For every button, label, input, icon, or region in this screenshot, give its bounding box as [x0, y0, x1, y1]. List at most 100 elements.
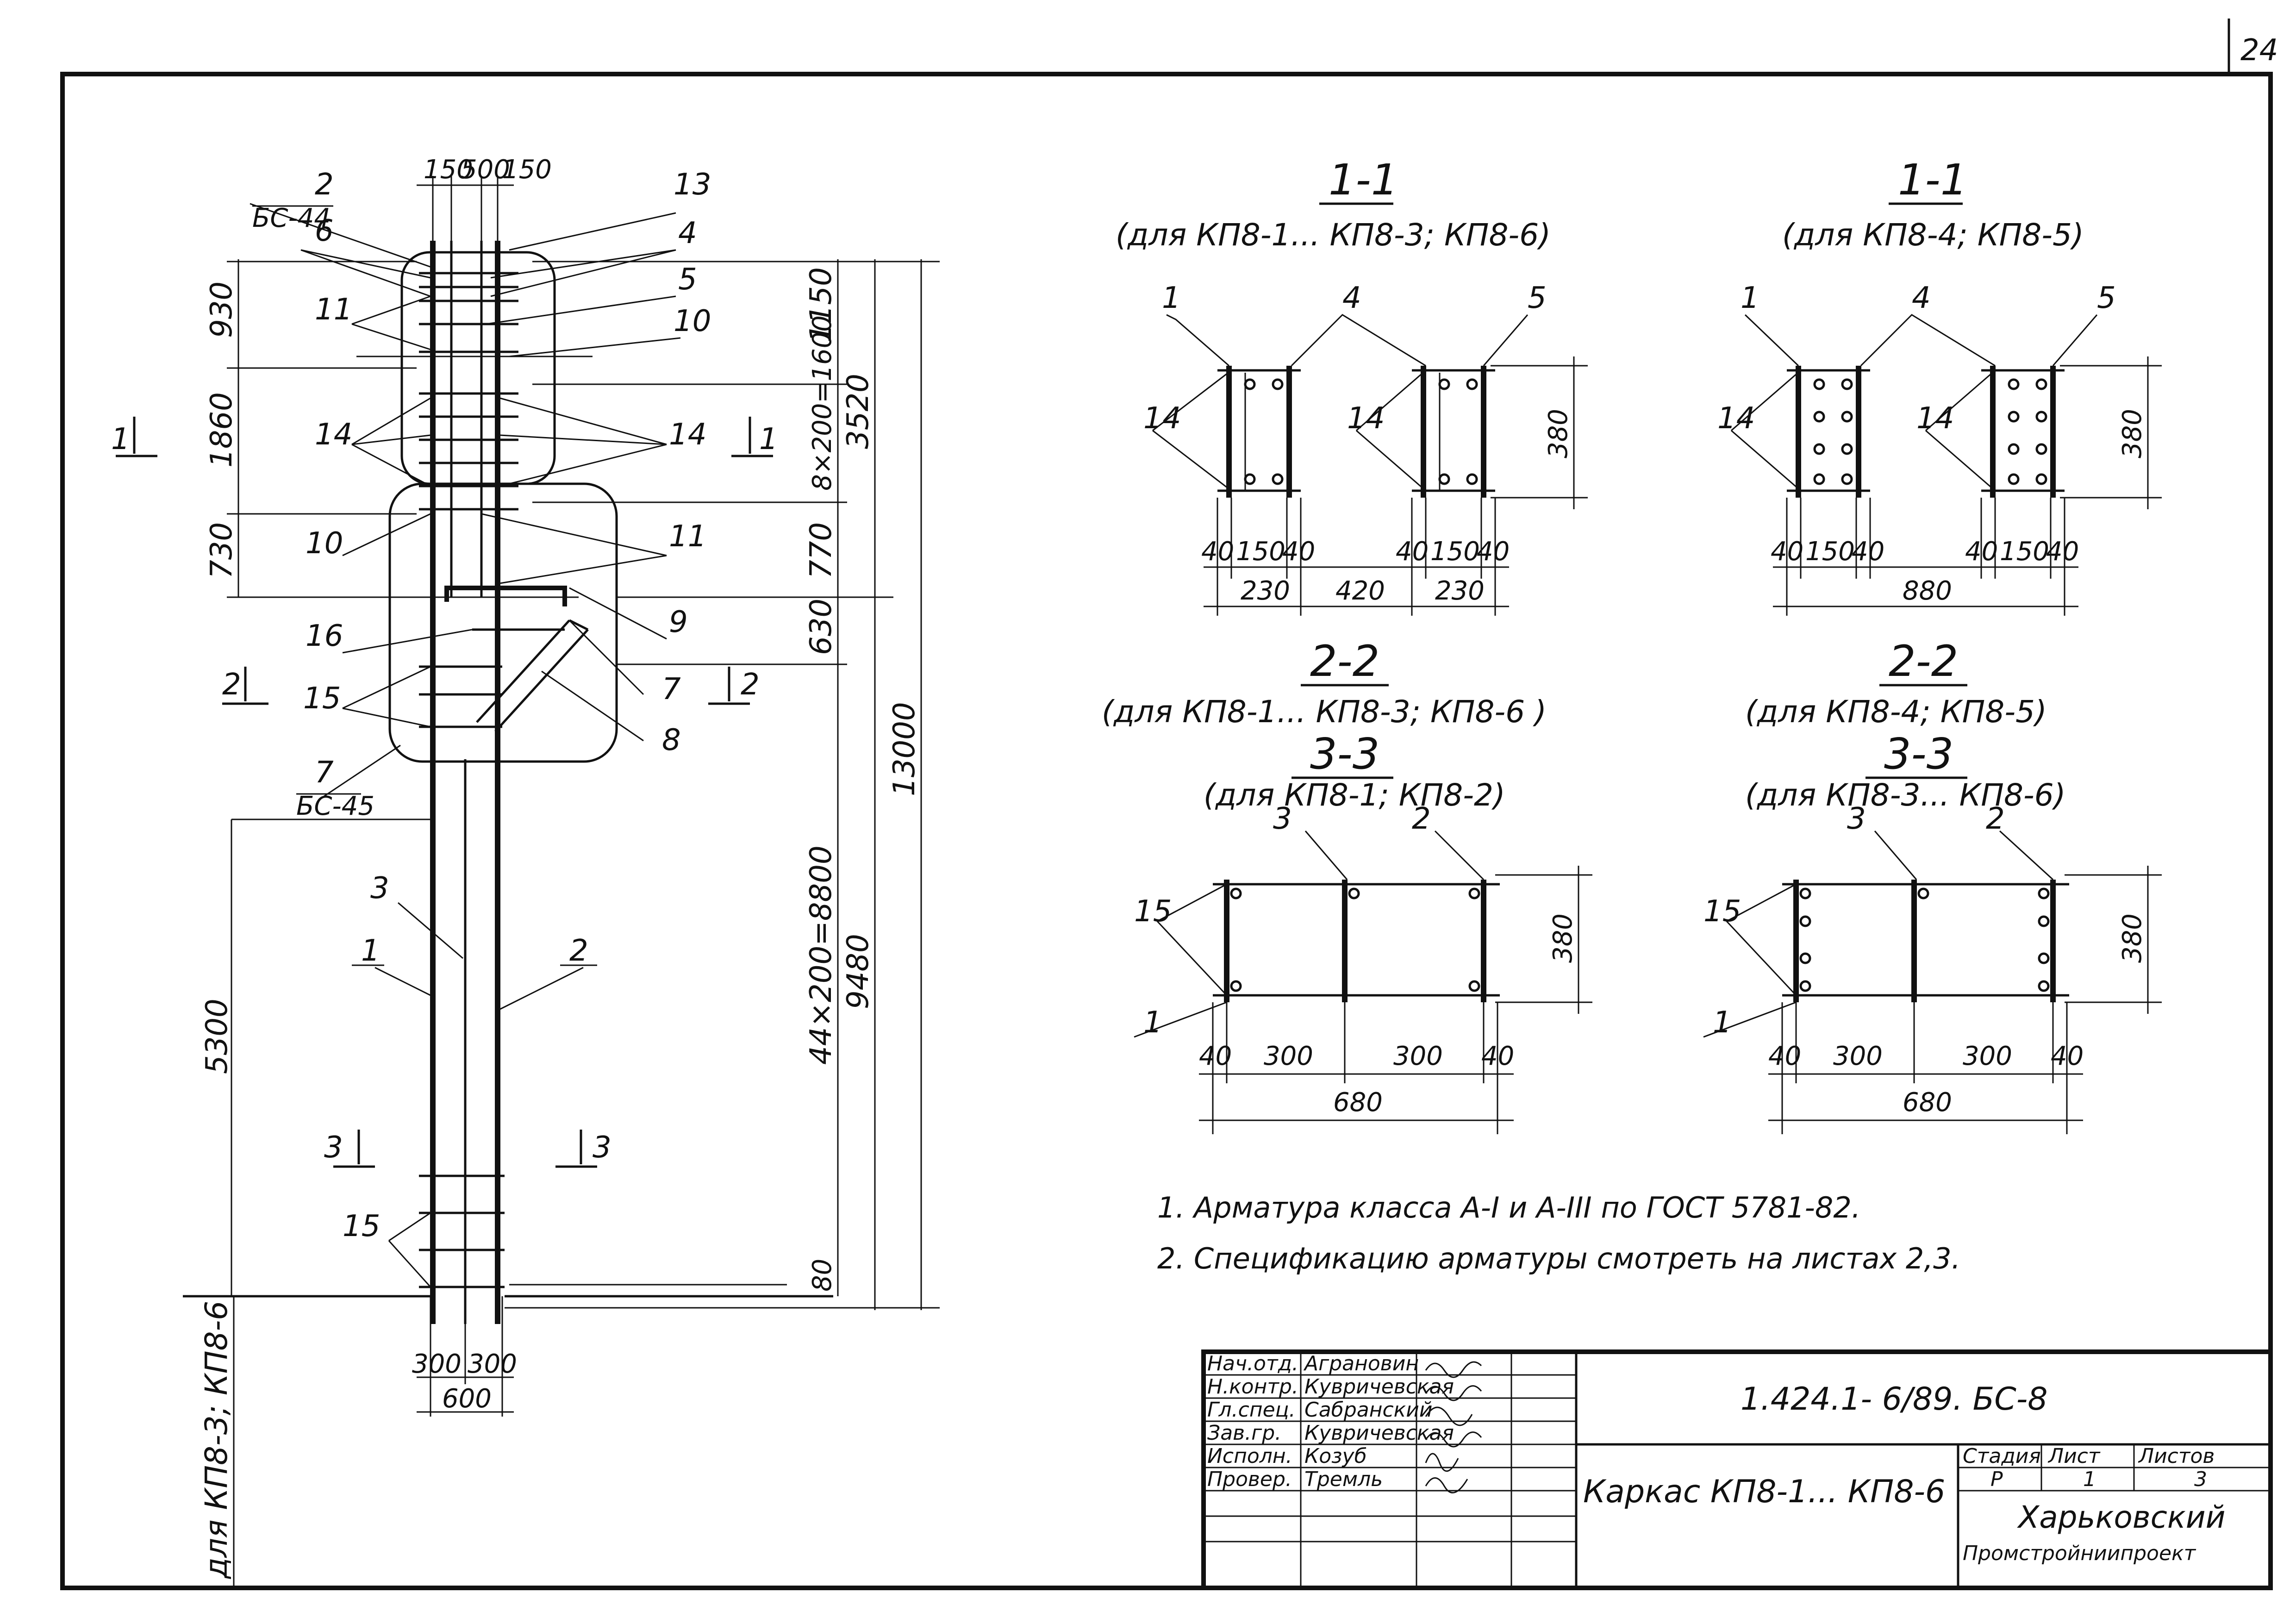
label-1: 1 [1713, 1006, 1732, 1040]
leader [1726, 920, 1797, 996]
leader [351, 295, 431, 325]
rebar-dot [1466, 378, 1478, 390]
pos-3: 3 [370, 871, 389, 906]
leader [342, 513, 431, 556]
dim-right-1150: 1150 [804, 267, 838, 343]
leader [1483, 314, 1529, 366]
pos-10-bottom: 10 [306, 526, 343, 561]
drawing-title: Каркас КП8-1... КП8-6 [1583, 1474, 1945, 1510]
dim-680: 680 [1903, 1087, 1952, 1118]
label-3: 3 [1273, 802, 1292, 836]
leader [1356, 369, 1426, 431]
rebar-dot [1841, 411, 1853, 423]
label-14b: 14 [1916, 401, 1954, 436]
label-14a: 14 [1717, 401, 1755, 436]
dim-40a: 40 [1201, 537, 1234, 567]
dim-right-80: 80 [807, 1259, 837, 1292]
rebar-dot [2035, 473, 2047, 485]
dim-40b: 40 [1282, 537, 1315, 567]
column-elevation: 5300 150 500 150 930 1860 730 1150 8×200… [111, 155, 940, 1588]
rebar-dot [1244, 378, 1256, 390]
pos-7-bottom: 7 [315, 756, 334, 790]
pos-5: 5 [678, 262, 697, 297]
leader [398, 902, 463, 959]
leader [1291, 314, 1426, 367]
dim-40c: 40 [1396, 537, 1429, 567]
label-14a: 14 [1143, 401, 1181, 436]
leader [499, 443, 667, 487]
label-4: 4 [1342, 281, 1361, 315]
dim-right-770: 770 [804, 522, 838, 579]
dim-top-150a: 150 [424, 155, 473, 185]
dim-420: 420 [1335, 576, 1385, 606]
pos-15-bottom: 15 [343, 1209, 380, 1243]
section-1-1-b: 1-1 (для КП8-4; КП8-5) 1 4 [1717, 155, 2162, 616]
dim-40d: 40 [1477, 537, 1510, 567]
label-2: 2 [1412, 802, 1431, 836]
dim-230b: 230 [1435, 576, 1485, 606]
leader [1731, 430, 1801, 492]
note-2: 2. Спецификацию арматуры смотреть на лис… [1157, 1242, 1960, 1275]
label-bc44: БС-44 [252, 203, 331, 233]
dim-40b: 40 [2051, 1041, 2084, 1071]
dim-total-3520: 3520 [841, 374, 875, 449]
rebar-dot [2008, 411, 2020, 423]
dim-top-500: 500 [461, 155, 510, 185]
tb-name-4: Козуб [1304, 1444, 1367, 1468]
rebar-dot [1841, 473, 1853, 485]
dim-right-1600: 8×200=1600 [807, 315, 837, 491]
rebar-dot [1813, 411, 1825, 423]
dim-bottom-300a: 300 [412, 1349, 462, 1379]
pos-6: 6 [315, 214, 334, 248]
label-1: 1 [1741, 281, 1759, 315]
tb-name-2: Сабранский [1304, 1398, 1432, 1422]
rebar-dot [1244, 473, 1256, 485]
dim-right-630: 630 [804, 599, 838, 655]
leader [374, 967, 431, 996]
signature [1425, 1361, 1482, 1378]
rebar-dot [1272, 378, 1284, 390]
leader [486, 295, 676, 325]
dim-150b: 150 [1430, 537, 1480, 567]
drawing-code: 1.424.1- 6/89. БС-8 [1741, 1381, 2048, 1418]
label-5: 5 [1528, 281, 1547, 315]
leader [1925, 369, 1996, 431]
label-5: 5 [2097, 281, 2116, 315]
rebar-dot [1468, 980, 1480, 992]
leader [509, 212, 676, 251]
section-subtitle: (для КП8-3... КП8-6) [1745, 777, 2065, 813]
leader [300, 249, 431, 297]
pos-11-top: 11 [315, 293, 352, 327]
leader [499, 967, 584, 1010]
leader [1166, 314, 1229, 367]
dim-680: 680 [1333, 1087, 1383, 1118]
label-2: 2 [1986, 802, 2005, 836]
leader [490, 249, 676, 279]
leader [499, 434, 667, 445]
cut-label-2-left: 2 [222, 668, 241, 702]
rebar-dot [1799, 980, 1811, 992]
lower-cage-outline [388, 482, 618, 763]
rebar-dot [2038, 915, 2050, 927]
rebar-dot [2035, 443, 2047, 455]
leader [351, 443, 431, 487]
label-4: 4 [1912, 281, 1931, 315]
leader [1304, 831, 1348, 880]
leader [1874, 831, 1917, 880]
dim-300a: 300 [1264, 1041, 1313, 1071]
inclined-bar-cap [568, 619, 589, 631]
leader [388, 1240, 431, 1288]
signature [1425, 1431, 1482, 1448]
rebar-dot [1438, 473, 1450, 485]
leader [250, 203, 436, 269]
dim-40d: 40 [2046, 537, 2079, 567]
label-1: 1 [1162, 281, 1181, 315]
tb-name-5: Тремль [1304, 1468, 1383, 1491]
section-3-3-b: 3-3 (для КП8-3... КП8-6) 3 2 15 1 380 [1703, 729, 2162, 1134]
cut-label-3-right: 3 [593, 1131, 611, 1165]
label-1: 1 [1143, 1006, 1162, 1040]
section-title: 3-3 [1310, 729, 1379, 779]
cut-label-3-left: 3 [324, 1131, 343, 1165]
side-note: для КП8-3; КП8-6 [199, 1301, 234, 1579]
dim-40b: 40 [1481, 1041, 1514, 1071]
